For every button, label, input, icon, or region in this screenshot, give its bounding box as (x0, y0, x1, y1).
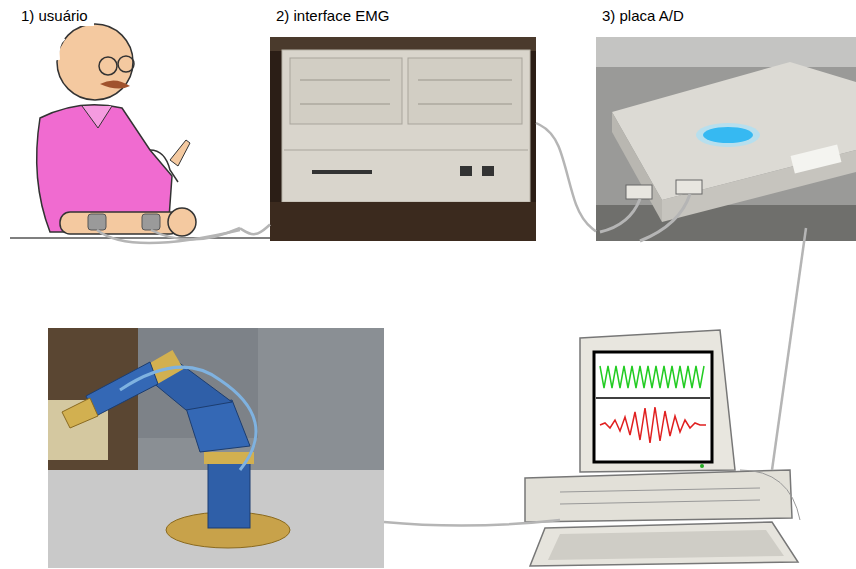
slot (300, 80, 390, 81)
user-cartoon (10, 24, 270, 243)
wire (772, 228, 806, 470)
computer (525, 330, 800, 566)
panel-line (284, 150, 528, 151)
table (270, 202, 536, 241)
slot (560, 488, 760, 492)
db-connector (676, 180, 702, 194)
emg-photo (270, 37, 536, 241)
slot (300, 104, 390, 105)
button (460, 166, 472, 176)
wire (151, 228, 240, 240)
screen (594, 352, 712, 462)
emg-interface-box: 2) interface EMG (270, 5, 536, 241)
fist (168, 208, 196, 236)
finger (170, 140, 190, 166)
robot-column (208, 462, 250, 528)
node-label: 3) placa A/D (596, 5, 690, 26)
monitor (580, 330, 735, 472)
drive-bay (290, 58, 402, 124)
cable (640, 194, 690, 241)
robot-cable (120, 367, 256, 470)
power-led (700, 464, 704, 468)
glasses (99, 57, 117, 75)
keys (548, 530, 784, 560)
photo-ground (270, 37, 536, 241)
slot (418, 80, 512, 81)
green-wave (600, 366, 704, 388)
slot (312, 170, 372, 174)
forearm (60, 212, 180, 234)
red-wave (600, 407, 706, 443)
user-box: 1) usuário (15, 5, 240, 245)
head (57, 24, 133, 100)
sticker (791, 144, 842, 173)
wire (384, 520, 560, 526)
photo-ground (48, 328, 384, 568)
glasses (118, 56, 134, 72)
screen-line (596, 397, 710, 399)
photo-wall (596, 37, 856, 67)
keyboard (530, 522, 798, 566)
electrode (88, 214, 106, 230)
cable (240, 224, 270, 234)
drive-bay (408, 58, 522, 124)
mustache (100, 80, 130, 88)
ad-photo (596, 37, 856, 241)
electrode (142, 214, 160, 230)
cable (600, 199, 640, 232)
ad-board-box: 3) placa A/D (596, 5, 856, 241)
slot (418, 104, 512, 105)
slot (560, 500, 760, 504)
node-label: 2) interface EMG (270, 5, 395, 26)
node-label: 1) usuário (15, 5, 94, 26)
cable (740, 470, 800, 520)
emg-unit (282, 50, 530, 202)
photo-ground (596, 37, 856, 241)
led-glow (696, 123, 760, 147)
collar (82, 106, 112, 128)
button (482, 166, 494, 176)
led (703, 127, 753, 143)
photo-wall (270, 37, 536, 51)
robot-photo (48, 328, 384, 568)
cable (536, 123, 596, 232)
hair (58, 38, 64, 60)
robot-gripper (62, 398, 98, 428)
db-connector (626, 185, 652, 199)
table-line (10, 237, 270, 239)
tower (525, 470, 792, 522)
